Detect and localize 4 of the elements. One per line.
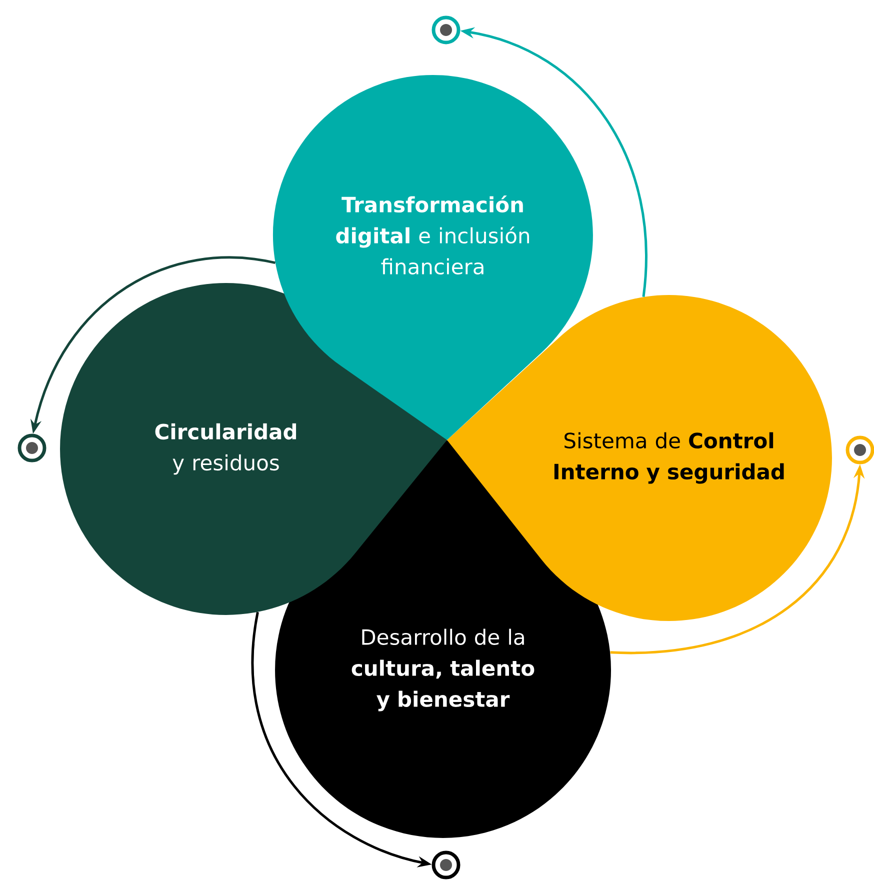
target-icon — [432, 16, 460, 44]
target-icon — [18, 434, 46, 462]
target-icon — [846, 436, 874, 464]
target-icon — [432, 850, 460, 880]
